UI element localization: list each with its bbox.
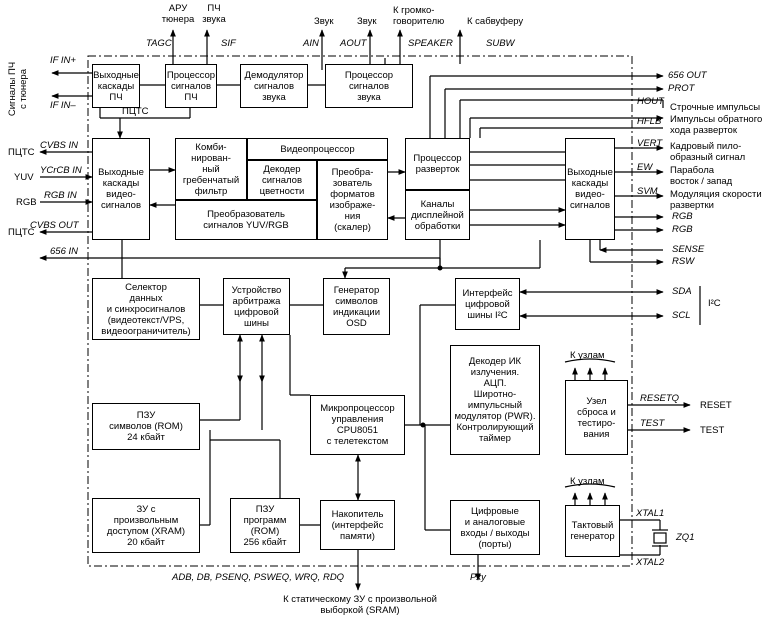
label-bus-signals: ADB, DB, PSENQ, PSWEQ, WRQ, RDQ xyxy=(172,572,345,583)
label-aout: AOUT xyxy=(340,38,367,49)
scaler-block: Преобра- зователь форматов изображе- ния… xyxy=(317,160,388,240)
label-k-sabvuferu: К сабвуферу xyxy=(467,16,524,27)
label-ycrcb-in: YCrCB IN xyxy=(40,165,82,176)
label-if-in-plus: IF IN+ xyxy=(50,55,76,66)
label-speaker: SPEAKER xyxy=(408,38,453,49)
label-hout-desc: Строчные импульсы xyxy=(670,102,761,113)
label-sda: SDA xyxy=(672,286,692,297)
label-vert-desc: Кадровый пило- образный сигнал xyxy=(670,141,746,163)
videoprocessor-block: Видеопроцессор xyxy=(247,138,388,160)
comb-filter-block: Комби- нирован- ный гребенчатый фильтр xyxy=(175,138,247,200)
label-aru: АРУ тюнера xyxy=(161,3,195,25)
label-rgb-in: RGB IN xyxy=(44,190,77,201)
label-sense: SENSE xyxy=(672,244,705,255)
i2c-interface-block: Интерфейс цифровой шины I²C xyxy=(455,278,520,330)
label-ain: AIN xyxy=(303,38,319,49)
reset-test-block: Узел сброса и тестиро- вания xyxy=(565,380,628,455)
label-rgb: RGB xyxy=(16,197,37,208)
video-output-stages-2-block: Выходные каскады видео- сигналов xyxy=(565,138,615,240)
label-xtal2: XTAL2 xyxy=(636,557,665,568)
label-sram: К статическому ЗУ с произвольной выборко… xyxy=(283,594,437,616)
label-yuv: YUV xyxy=(14,172,34,183)
data-sync-selector-block: Селектор данных и синхросигналов (видеот… xyxy=(92,278,200,340)
label-prot: PROT xyxy=(668,83,695,94)
label-sif: SIF xyxy=(221,38,236,49)
label-k-uzlam-1: К узлам xyxy=(570,350,605,361)
label-test: TEST xyxy=(640,418,665,429)
label-tagc: TAGC xyxy=(146,38,172,49)
label-signaly-pch: Сигналы ПЧ с тюнера xyxy=(7,61,29,117)
if-processor-block: Процессор сигналов ПЧ xyxy=(165,64,217,108)
cpu-block: Микропроцессор управления CPU8051 с теле… xyxy=(310,395,405,455)
yuv-rgb-converter-block: Преобразователь сигналов YUV/RGB xyxy=(175,200,317,240)
osd-generator-block: Генератор символов индикации OSD xyxy=(323,278,390,335)
bus-arbiter-block: Устройство арбитража цифровой шины xyxy=(223,278,290,335)
memory-interface-block: Накопитель (интерфейс памяти) xyxy=(320,500,395,550)
label-zvuk-2: Звук xyxy=(357,16,377,27)
program-rom-block: ПЗУ программ (ROM) 256 кбайт xyxy=(230,498,300,553)
display-channels-block: Каналы дисплейной обработки xyxy=(405,190,470,240)
label-if-in-minus: IF IN– xyxy=(50,100,76,111)
label-cvbs-in: CVBS IN xyxy=(40,140,79,151)
label-resetq: RESETQ xyxy=(640,393,680,404)
label-i2c-bus: I²C xyxy=(708,298,721,309)
font-rom-block: ПЗУ символов (ROM) 24 кбайт xyxy=(92,403,200,450)
label-rsw: RSW xyxy=(672,256,695,267)
label-ew-desc: Парабола восток / запад xyxy=(670,165,733,187)
color-decoder-block: Декодер сигналов цветности xyxy=(247,160,317,200)
ir-decoder-block: Декодер ИК излучения. АЦП. Широтно- импу… xyxy=(450,345,540,455)
video-output-stages-block: Выходные каскады видео- сигналов xyxy=(92,138,150,240)
label-pch-zvuka: ПЧ звука xyxy=(202,3,226,25)
label-zvuk-1: Звук xyxy=(314,16,334,27)
xram-block: ЗУ с произвольным доступом (XRAM) 20 кба… xyxy=(92,498,200,553)
label-rgb-out-2: RGB xyxy=(672,224,693,235)
sound-demodulator-block: Демодулятор сигналов звука xyxy=(240,64,308,108)
label-xtal1: XTAL1 xyxy=(636,508,665,519)
label-zq1: ZQ1 xyxy=(676,532,695,543)
label-k-gromko: К громко- говорителю xyxy=(393,5,445,27)
label-hflb: HFLB xyxy=(637,116,662,127)
label-vert: VERT xyxy=(637,138,663,149)
label-656-out: 656 OUT xyxy=(668,70,707,81)
label-svm-desc: Модуляция скорости развертки xyxy=(670,189,762,211)
scan-processor-block: Процессор разверток xyxy=(405,138,470,190)
if-output-stages-block: Выходные каскады ПЧ xyxy=(92,64,140,108)
label-pxy: Pxy xyxy=(470,572,486,583)
label-test-2: TEST xyxy=(700,425,725,436)
ports-block: Цифровые и аналоговые входы / выходы (по… xyxy=(450,500,540,555)
label-k-uzlam-2: К узлам xyxy=(570,476,605,487)
label-scl: SCL xyxy=(672,310,691,321)
label-ew: EW xyxy=(637,162,653,173)
label-reset: RESET xyxy=(700,400,732,411)
label-656-in: 656 IN xyxy=(50,246,78,257)
label-pltc-1: ПЦТС xyxy=(8,147,35,158)
label-svm: SVM xyxy=(637,186,658,197)
label-cvbs-out: CVBS OUT xyxy=(30,220,79,231)
label-hflb-desc: Импульсы обратного хода разверток xyxy=(670,114,763,136)
label-pltc-2: ПЦТС xyxy=(8,227,35,238)
sound-processor-block: Процессор сигналов звука xyxy=(325,64,413,108)
clock-generator-block: Тактовый генератор xyxy=(565,505,620,557)
label-pltc-top: ПЦТС xyxy=(122,106,149,117)
label-rgb-out-1: RGB xyxy=(672,211,693,222)
label-subw: SUBW xyxy=(486,38,515,49)
label-hout: HOUT xyxy=(637,96,664,107)
